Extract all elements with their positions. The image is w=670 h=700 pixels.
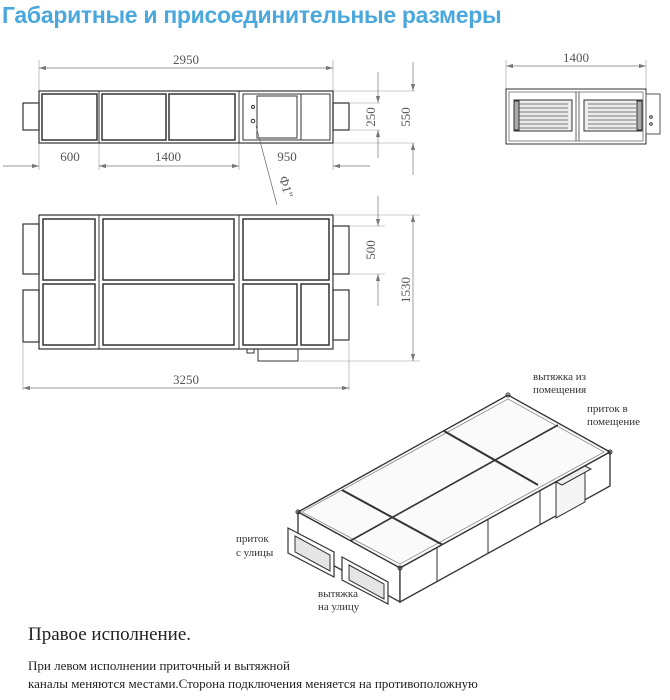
dim-duct-height: 250 (363, 107, 378, 127)
dim-overall-length: 2950 (173, 52, 199, 67)
label-supply-from-street-1: приток (236, 533, 269, 545)
dim-duct-width: 500 (363, 240, 378, 260)
caption-note-line1: При левом исполнении приточный и вытяжно… (28, 658, 290, 673)
label-supply-to-room-1: приток в (587, 403, 628, 415)
caption-note-line2: каналы меняются местами.Сторона подключе… (28, 676, 478, 691)
dim-connection-diameter: Ф1" (276, 174, 296, 199)
dim-segment-2: 1400 (155, 149, 181, 164)
label-exhaust-from-room-2: помещения (533, 384, 586, 396)
end-view (505, 60, 661, 145)
label-supply-from-street-2: с улицы (236, 547, 274, 559)
label-exhaust-from-room-1: вытяжка из (533, 371, 586, 383)
isometric-view (287, 392, 613, 605)
caption-heading: Правое исполнение. (28, 624, 192, 645)
top-view (22, 196, 420, 391)
label-exhaust-to-street-2: на улицу (318, 601, 360, 613)
dim-segment-1: 600 (60, 149, 80, 164)
dim-end-width: 1400 (563, 50, 589, 65)
side-view (3, 60, 416, 206)
dim-segment-3: 950 (277, 149, 297, 164)
dim-top-overall-length: 3250 (173, 372, 199, 387)
page-title: Габаритные и присоединительные размеры (2, 2, 502, 28)
dim-overall-width: 1530 (398, 277, 413, 303)
label-exhaust-to-street-1: вытяжка (318, 588, 358, 600)
dim-body-height: 550 (398, 107, 413, 127)
label-supply-to-room-2: помещение (587, 416, 640, 428)
